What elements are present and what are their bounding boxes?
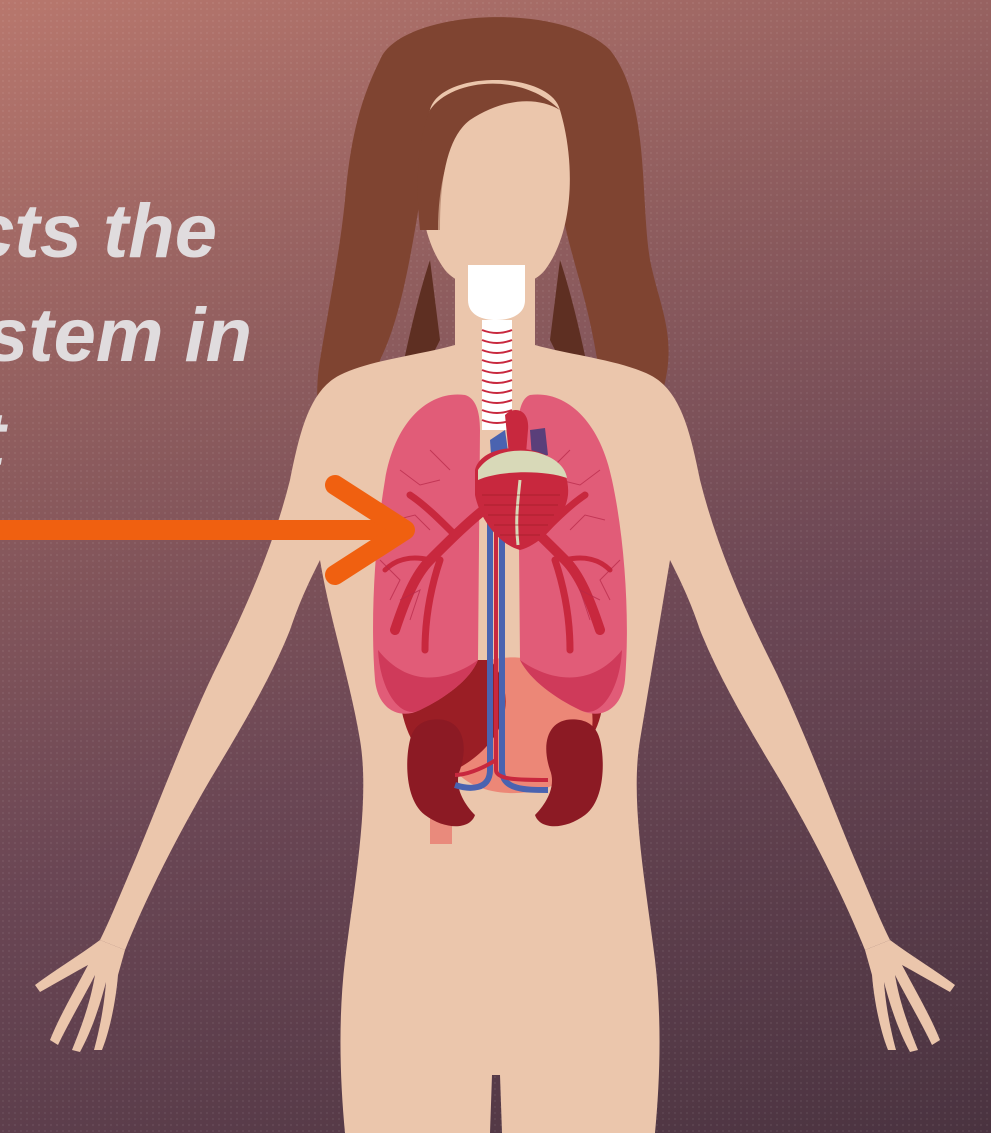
arrow-right-icon <box>0 485 405 575</box>
